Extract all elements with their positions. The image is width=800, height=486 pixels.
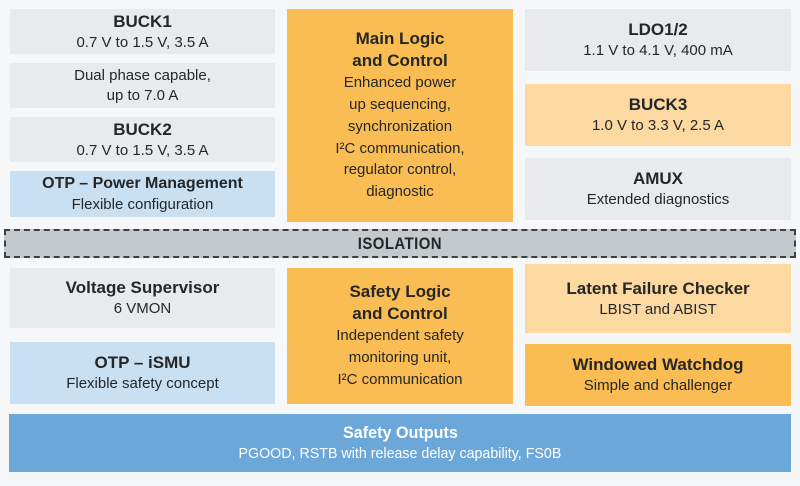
block-voltage-supervisor-sub: 6 VMON bbox=[113, 300, 172, 318]
block-dual-phase: Dual phase capable, up to 7.0 A bbox=[10, 63, 275, 108]
block-buck2-title: BUCK2 bbox=[113, 119, 172, 139]
block-latent-failure-checker-title: Latent Failure Checker bbox=[566, 278, 750, 298]
block-amux: AMUX Extended diagnostics bbox=[525, 158, 791, 220]
block-buck3-title: BUCK3 bbox=[628, 95, 688, 115]
block-buck1: BUCK1 0.7 V to 1.5 V, 3.5 A bbox=[10, 9, 275, 54]
block-otp-power-management-sub: Flexible configuration bbox=[71, 195, 214, 213]
block-latent-failure-checker: Latent Failure Checker LBIST and ABIST bbox=[525, 264, 791, 333]
block-main-logic-body-line4: I²C communication, bbox=[335, 139, 465, 157]
block-amux-sub: Extended diagnostics bbox=[586, 191, 730, 209]
block-buck1-spec: 0.7 V to 1.5 V, 3.5 A bbox=[76, 33, 209, 51]
block-voltage-supervisor: Voltage Supervisor 6 VMON bbox=[10, 268, 275, 328]
block-safety-logic-body-line3: I²C communication bbox=[337, 370, 463, 388]
block-windowed-watchdog: Windowed Watchdog Simple and challenger bbox=[525, 344, 791, 406]
block-dual-phase-line1: Dual phase capable, bbox=[74, 67, 211, 84]
block-voltage-supervisor-title: Voltage Supervisor bbox=[65, 278, 220, 298]
block-main-logic-body-line3: synchronization bbox=[347, 117, 453, 135]
block-ldo1-2-spec: 1.1 V to 4.1 V, 400 mA bbox=[583, 42, 733, 60]
block-dual-phase-line2: up to 7.0 A bbox=[106, 86, 179, 104]
block-main-logic-body-line2: up sequencing, bbox=[349, 96, 451, 114]
block-otp-ismu: OTP – iSMU Flexible safety concept bbox=[10, 342, 275, 404]
block-ldo1-2: LDO1/2 1.1 V to 4.1 V, 400 mA bbox=[525, 9, 791, 71]
block-safety-logic-body-line2: monitoring unit, bbox=[348, 349, 452, 367]
block-safety-logic-title-line2: and Control bbox=[352, 304, 448, 324]
block-latent-failure-checker-sub: LBIST and ABIST bbox=[599, 300, 717, 318]
block-main-logic-and-control: Main Logic and Control Enhanced power up… bbox=[287, 9, 513, 222]
block-buck2-spec: 0.7 V to 1.5 V, 3.5 A bbox=[76, 141, 209, 159]
block-buck2: BUCK2 0.7 V to 1.5 V, 3.5 A bbox=[10, 117, 275, 162]
safety-outputs-sub: PGOOD, RSTB with release delay capabilit… bbox=[238, 445, 562, 463]
block-main-logic-title-line2: and Control bbox=[352, 51, 448, 71]
block-otp-ismu-sub: Flexible safety concept bbox=[66, 375, 219, 393]
block-windowed-watchdog-sub: Simple and challenger bbox=[583, 377, 733, 395]
block-buck1-title: BUCK1 bbox=[113, 11, 172, 31]
block-otp-ismu-title: OTP – iSMU bbox=[94, 353, 191, 373]
block-windowed-watchdog-title: Windowed Watchdog bbox=[572, 355, 744, 375]
safety-outputs-bar: Safety Outputs PGOOD, RSTB with release … bbox=[9, 414, 791, 472]
block-ldo1-2-title: LDO1/2 bbox=[628, 20, 688, 40]
block-main-logic-title-line1: Main Logic bbox=[355, 29, 445, 49]
isolation-label: ISOLATION bbox=[357, 233, 443, 253]
block-main-logic-body-line5: regulator control, bbox=[343, 161, 457, 179]
block-safety-logic-body-line1: Independent safety bbox=[336, 327, 464, 345]
safety-outputs-title: Safety Outputs bbox=[342, 423, 458, 443]
block-buck3: BUCK3 1.0 V to 3.3 V, 2.5 A bbox=[525, 84, 791, 146]
block-safety-logic-title-line1: Safety Logic bbox=[349, 282, 451, 302]
block-amux-title: AMUX bbox=[632, 169, 684, 189]
block-otp-power-management: OTP – Power Management Flexible configur… bbox=[10, 171, 275, 217]
block-buck3-spec: 1.0 V to 3.3 V, 2.5 A bbox=[591, 117, 725, 135]
isolation-bar: ISOLATION bbox=[4, 229, 796, 258]
block-safety-logic-and-control: Safety Logic and Control Independent saf… bbox=[287, 268, 513, 404]
block-otp-power-management-title: OTP – Power Management bbox=[42, 174, 243, 192]
block-main-logic-body-line1: Enhanced power bbox=[343, 74, 457, 92]
block-main-logic-body-line6: diagnostic bbox=[366, 183, 434, 201]
